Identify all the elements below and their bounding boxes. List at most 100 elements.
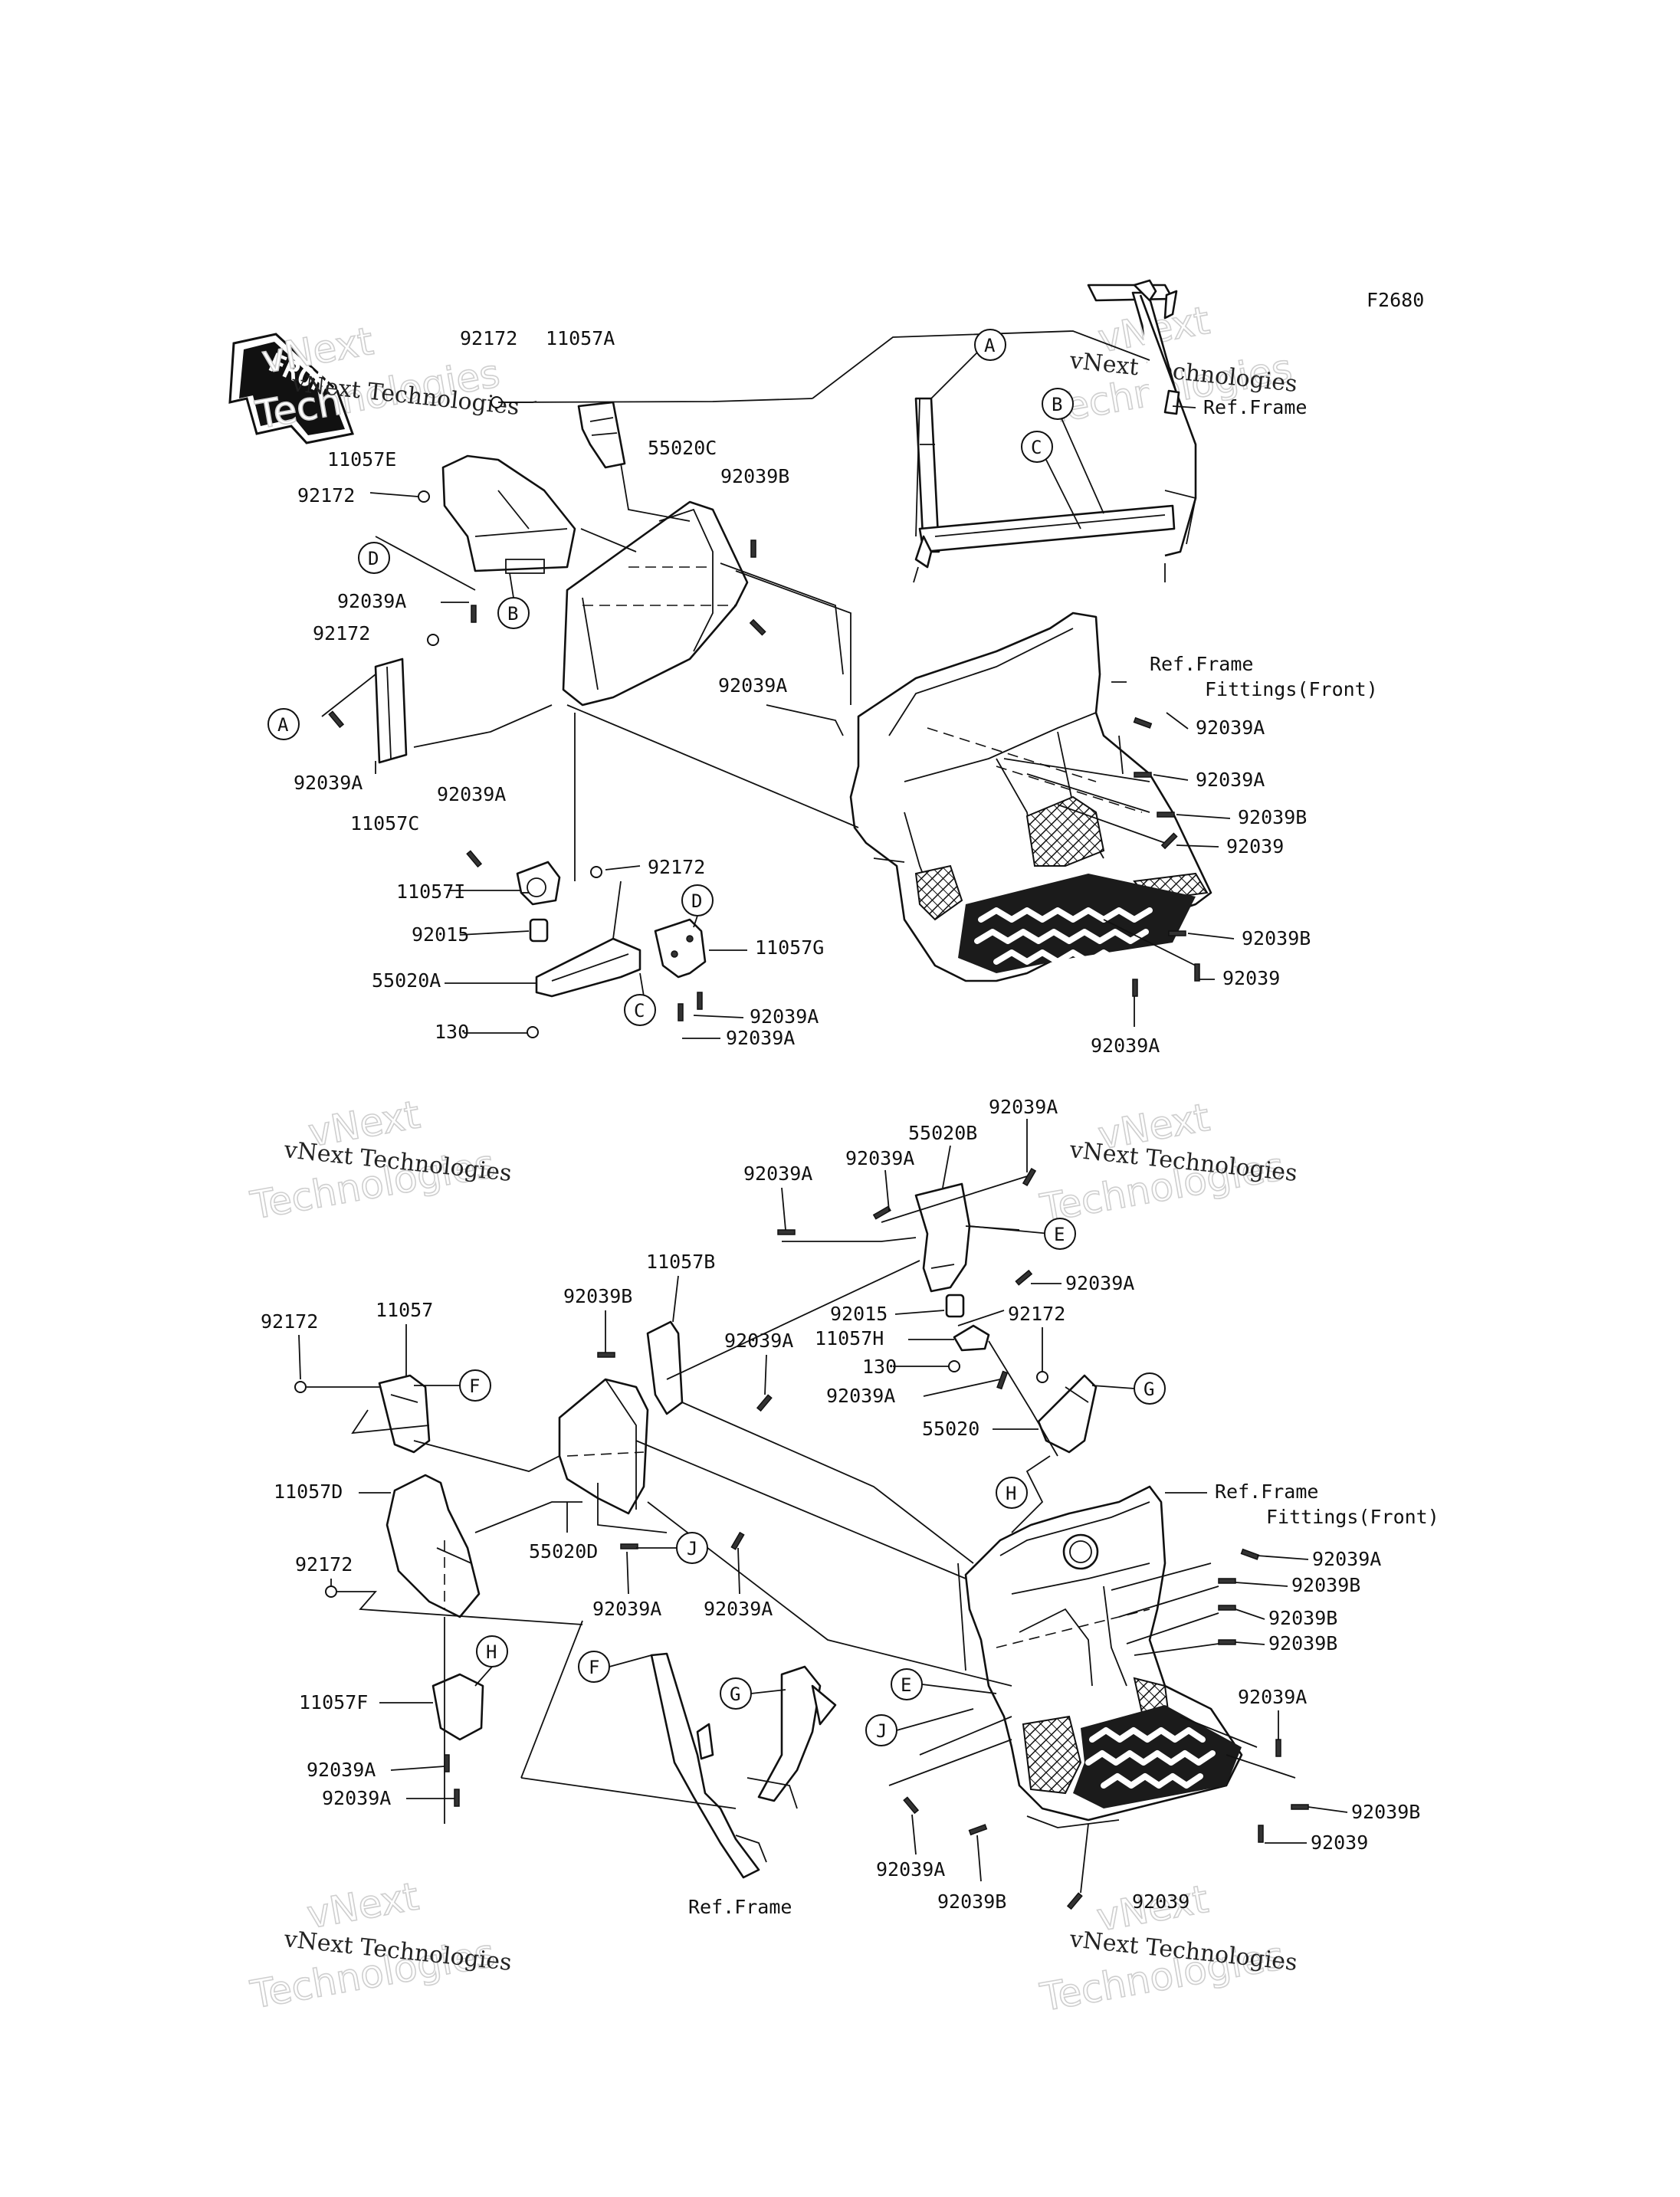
label-92172: 92172 (648, 856, 705, 878)
label-92039B: 92039B (1238, 806, 1307, 828)
label-92039A: 92039A (826, 1385, 895, 1407)
label-11057F: 11057F (299, 1691, 368, 1713)
label-fittings-front: Fittings(Front) (1266, 1506, 1439, 1528)
callout-letter: B (507, 603, 518, 625)
label-leaders-top (369, 405, 1235, 1039)
part-11057I (516, 861, 561, 906)
callout-letter: C (1031, 437, 1042, 458)
floor-assembly-top (849, 612, 1212, 982)
part-11057H (953, 1324, 990, 1352)
callout-H-2: H (474, 1635, 508, 1687)
label-92015: 92015 (830, 1303, 888, 1325)
callout-A-1: A (930, 329, 1006, 399)
callout-letter: J (876, 1720, 887, 1742)
callout-letter: H (486, 1641, 497, 1663)
callout-D-2: D (681, 884, 714, 928)
callout-J-1: J (636, 1532, 708, 1564)
callout-F-2: F (578, 1651, 652, 1683)
label-11057C: 11057C (350, 812, 419, 835)
callout-letter: F (589, 1657, 599, 1678)
label-55020: 55020 (922, 1418, 979, 1440)
label-92039A: 92039A (743, 1162, 812, 1185)
label-11057B: 11057B (646, 1251, 715, 1273)
label-ref-frame: Ref.Frame (1150, 653, 1253, 675)
callout-letter: B (1052, 394, 1062, 415)
label-11057E: 11057E (327, 448, 396, 471)
part-55020A (535, 937, 641, 998)
bolt-92172-f (325, 1585, 337, 1598)
label-92172: 92172 (313, 622, 370, 644)
label-92039B: 92039B (1291, 1574, 1360, 1596)
bolt-92172-b (418, 490, 430, 503)
label-92039A: 92039A (1196, 769, 1265, 791)
part-11057B (646, 1320, 684, 1415)
callout-A-2: A (267, 708, 300, 740)
callout-G-2: G (720, 1677, 786, 1710)
callout-B-2: B (497, 572, 530, 629)
callout-letter: C (634, 1000, 645, 1021)
callout-B-1: B (1042, 388, 1104, 514)
label-ref-frame: Ref.Frame (1203, 396, 1307, 418)
callout-C-1: C (1021, 431, 1081, 530)
label-92039B: 92039B (1268, 1632, 1337, 1654)
label-92039: 92039 (1226, 835, 1284, 857)
label-55020B: 55020B (908, 1122, 977, 1144)
callout-C-2: C (624, 994, 656, 1026)
label-92039A: 92039A (704, 1598, 773, 1620)
callout-letter: E (901, 1674, 911, 1696)
label-ref-frame: Ref.Frame (688, 1896, 792, 1918)
callout-E-1: E (1044, 1218, 1076, 1250)
label-92039A: 92039A (437, 783, 506, 805)
label-92015: 92015 (412, 923, 469, 946)
bolt-92172-e (294, 1381, 307, 1393)
callout-J-2: J (865, 1708, 974, 1746)
bolt-92172-c (427, 634, 439, 646)
label-92039A: 92039A (876, 1858, 945, 1881)
part-55020 (1037, 1374, 1098, 1454)
watermark-top-left: vNext Technologies (251, 318, 504, 438)
callout-letter: F (469, 1376, 480, 1397)
label-92039A: 92039A (1196, 716, 1265, 739)
part-92015-bottom (945, 1294, 965, 1318)
part-55020C (562, 500, 749, 707)
label-130: 130 (435, 1021, 469, 1043)
part-55020B (914, 1182, 1020, 1293)
callout-G-1: G (1091, 1372, 1166, 1405)
bolt-92172-d (590, 866, 602, 878)
label-11057D: 11057D (274, 1481, 343, 1503)
label-92172: 92172 (295, 1553, 353, 1576)
label-92039A: 92039A (750, 1005, 819, 1028)
label-92039B: 92039B (1242, 927, 1311, 949)
label-92039A: 92039A (718, 674, 787, 697)
label-92039: 92039 (1222, 967, 1280, 989)
label-11057: 11057 (376, 1299, 433, 1321)
label-92039A: 92039A (726, 1027, 795, 1049)
ref-frame-bottom (650, 1652, 837, 1879)
label-92039A: 92039A (1065, 1272, 1134, 1294)
part-11057F (431, 1673, 484, 1741)
label-92039A: 92039A (337, 590, 406, 612)
label-130: 130 (862, 1356, 897, 1378)
callout-F-1: F (414, 1369, 491, 1402)
label-92039B: 92039B (1351, 1801, 1420, 1823)
label-11057I: 11057I (396, 880, 465, 903)
part-11057 (378, 1374, 431, 1454)
callout-D-1: D (358, 542, 390, 574)
label-92172: 92172 (460, 327, 517, 349)
label-92039A: 92039A (294, 772, 363, 794)
label-92172: 92172 (1008, 1303, 1065, 1325)
part-92015-top (529, 918, 549, 943)
label-92039A: 92039A (845, 1147, 914, 1169)
callout-E-2: E (891, 1668, 997, 1700)
callout-letter: J (687, 1538, 697, 1559)
callout-letter: A (984, 335, 996, 356)
label-55020D: 55020D (529, 1540, 598, 1562)
part-11057G (654, 918, 707, 979)
callout-letter: E (1054, 1224, 1065, 1245)
label-92039B: 92039B (937, 1890, 1006, 1913)
fasteners-bottom (444, 1167, 1309, 1910)
callout-H-1: H (996, 1477, 1028, 1509)
label-92039A: 92039A (307, 1759, 376, 1781)
bolt-130-bottom (948, 1360, 960, 1372)
